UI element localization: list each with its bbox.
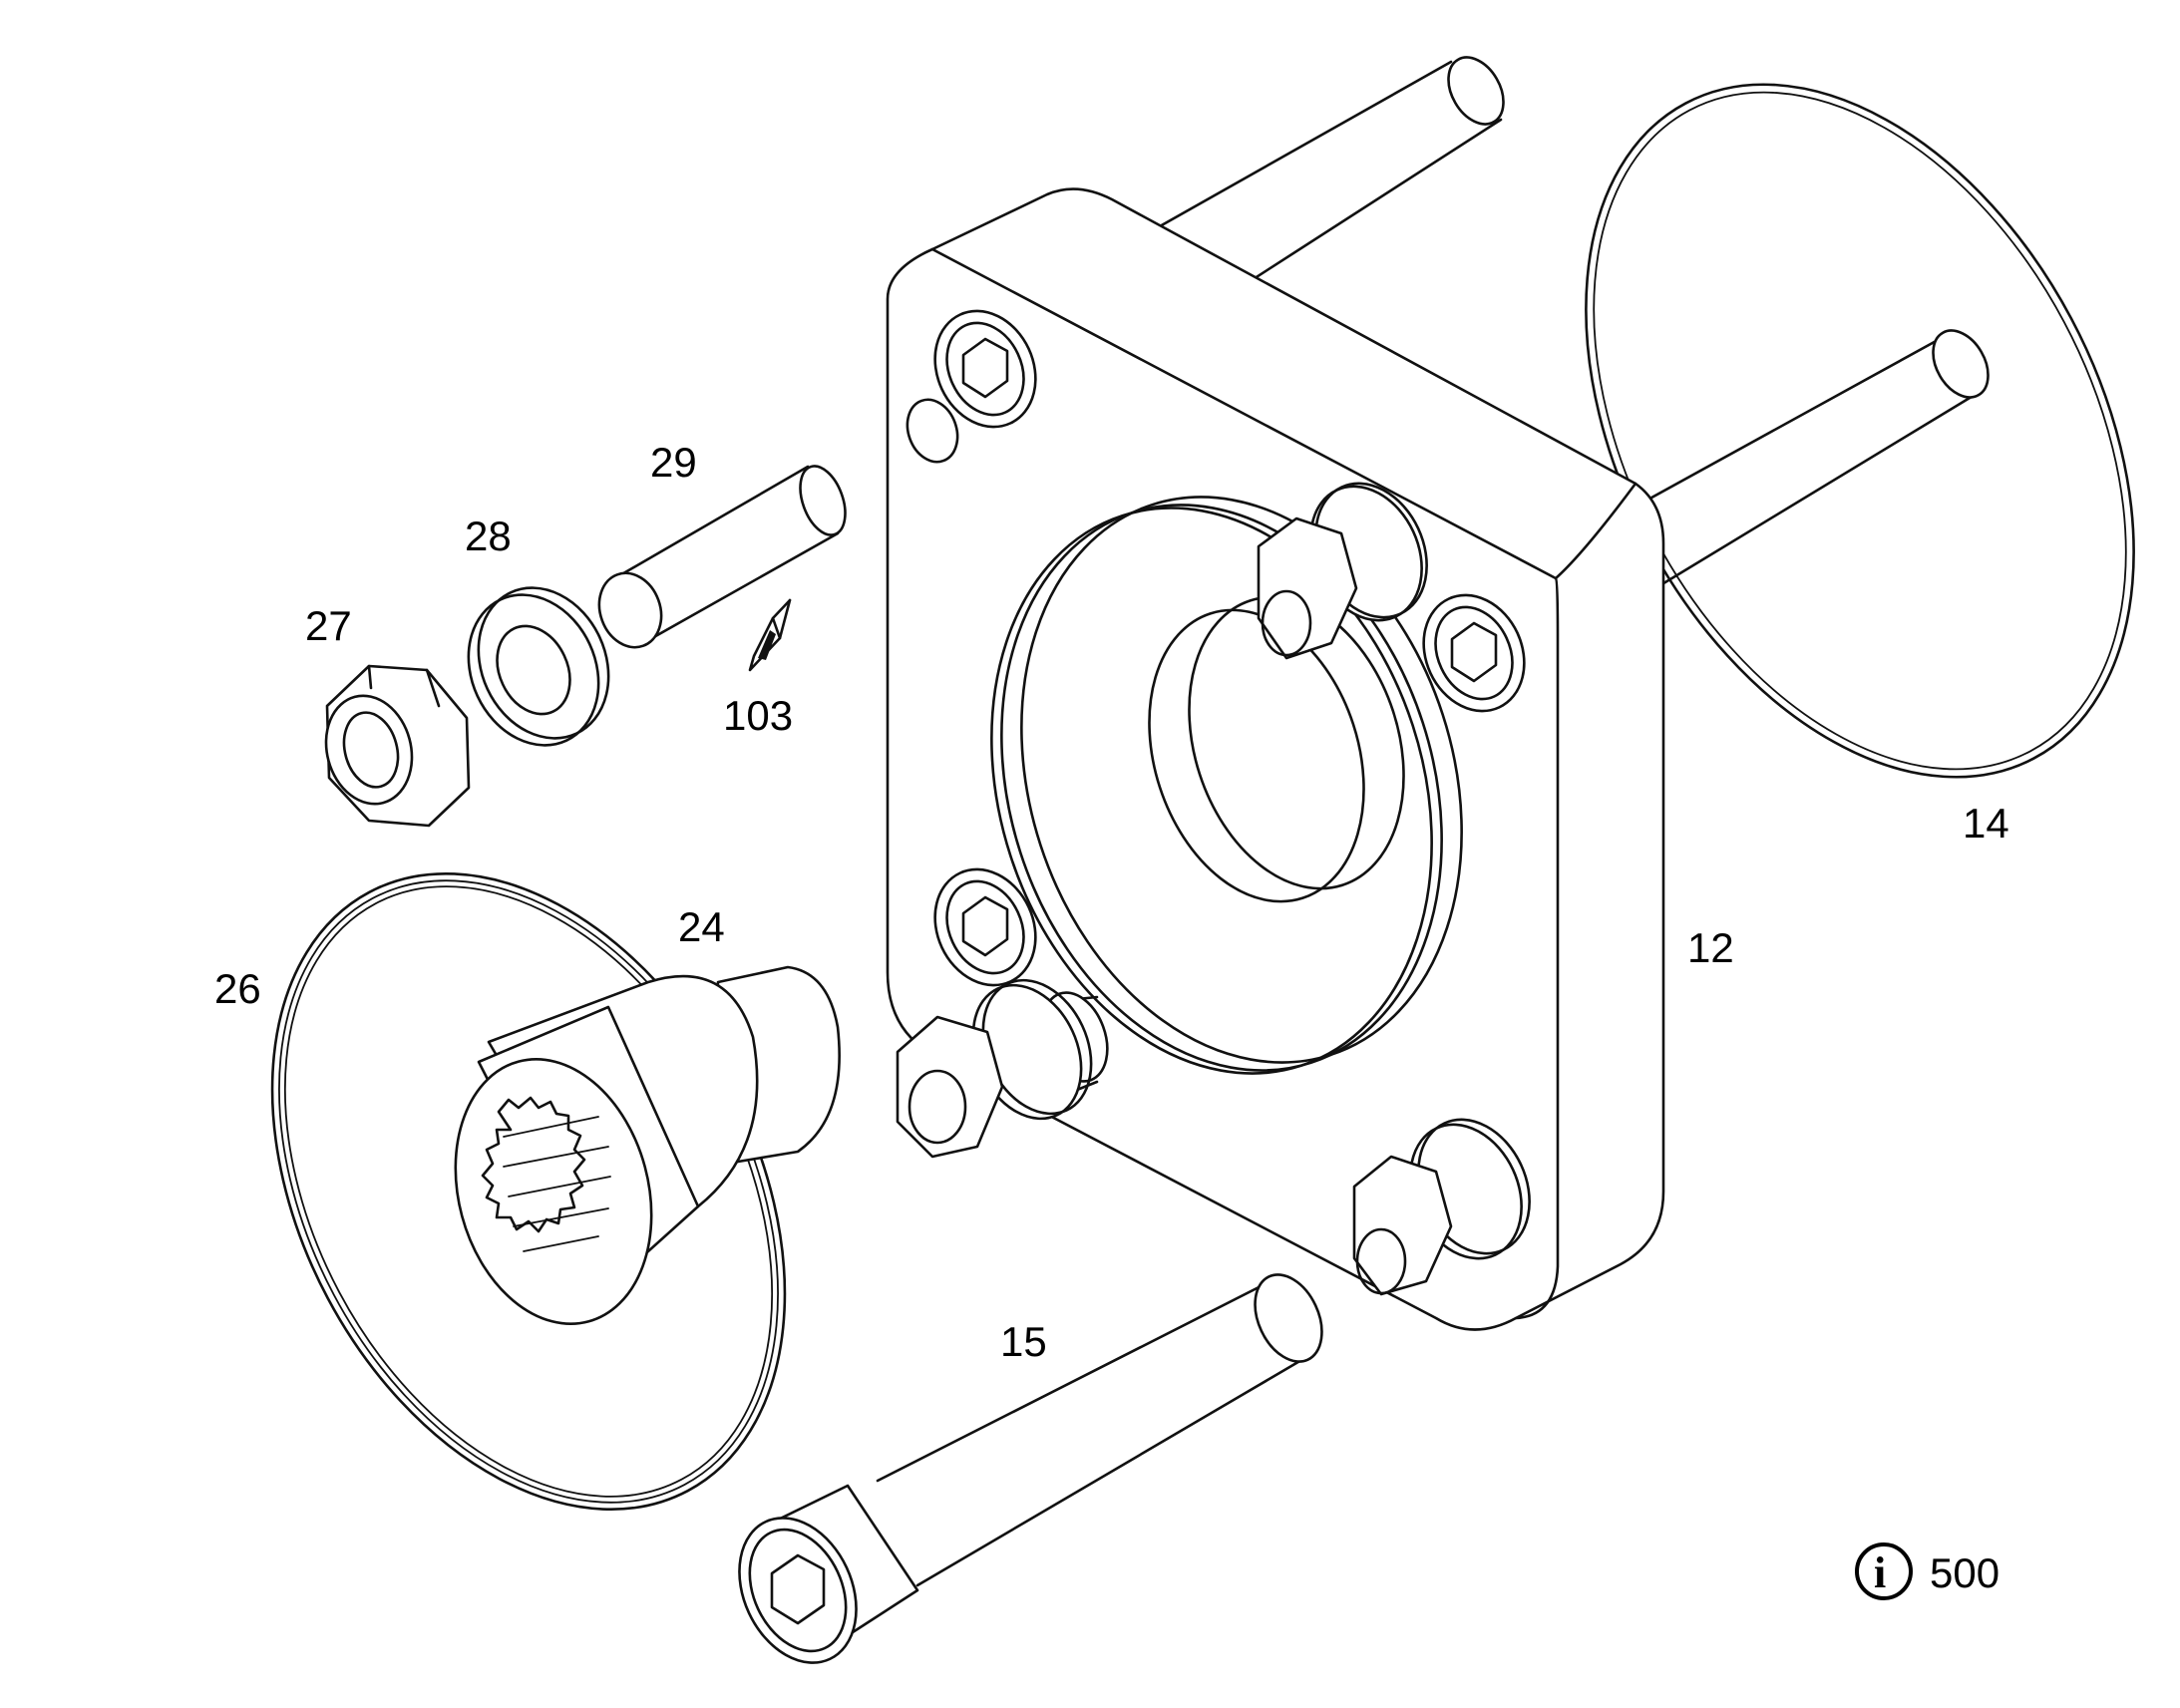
plate-hex-nut-lower <box>1352 1118 1531 1296</box>
info-reference: i 500 <box>1855 1542 1999 1600</box>
part-27-hex-nut <box>324 664 471 828</box>
part-12-flange-plate <box>886 187 1665 1331</box>
plate-hex-nut-left <box>896 978 1109 1159</box>
part-15-cap-screw <box>738 1273 1323 1664</box>
part-28-washer <box>467 586 610 747</box>
callout-29: 29 <box>650 439 697 486</box>
callout-12: 12 <box>1687 924 1734 971</box>
part-103-sealant-tube-icon <box>748 598 792 672</box>
rear-lower-shaft <box>1612 329 1990 590</box>
callout-26: 26 <box>214 965 261 1012</box>
callout-28: 28 <box>465 512 512 559</box>
callout-24: 24 <box>678 903 725 950</box>
callout-15: 15 <box>1000 1318 1047 1365</box>
info-number: 500 <box>1930 1549 1999 1596</box>
part-29-pin <box>597 465 847 649</box>
callout-103: 103 <box>723 692 793 739</box>
rear-upper-shaft <box>1135 56 1505 293</box>
part-24-splined-hub <box>454 965 841 1325</box>
info-icon <box>1855 1542 1913 1600</box>
callout-27: 27 <box>305 602 352 649</box>
svg-text:i: i <box>1874 1548 1886 1597</box>
plate-hex-nut-upper <box>1257 482 1428 660</box>
callout-14: 14 <box>1963 800 2009 847</box>
